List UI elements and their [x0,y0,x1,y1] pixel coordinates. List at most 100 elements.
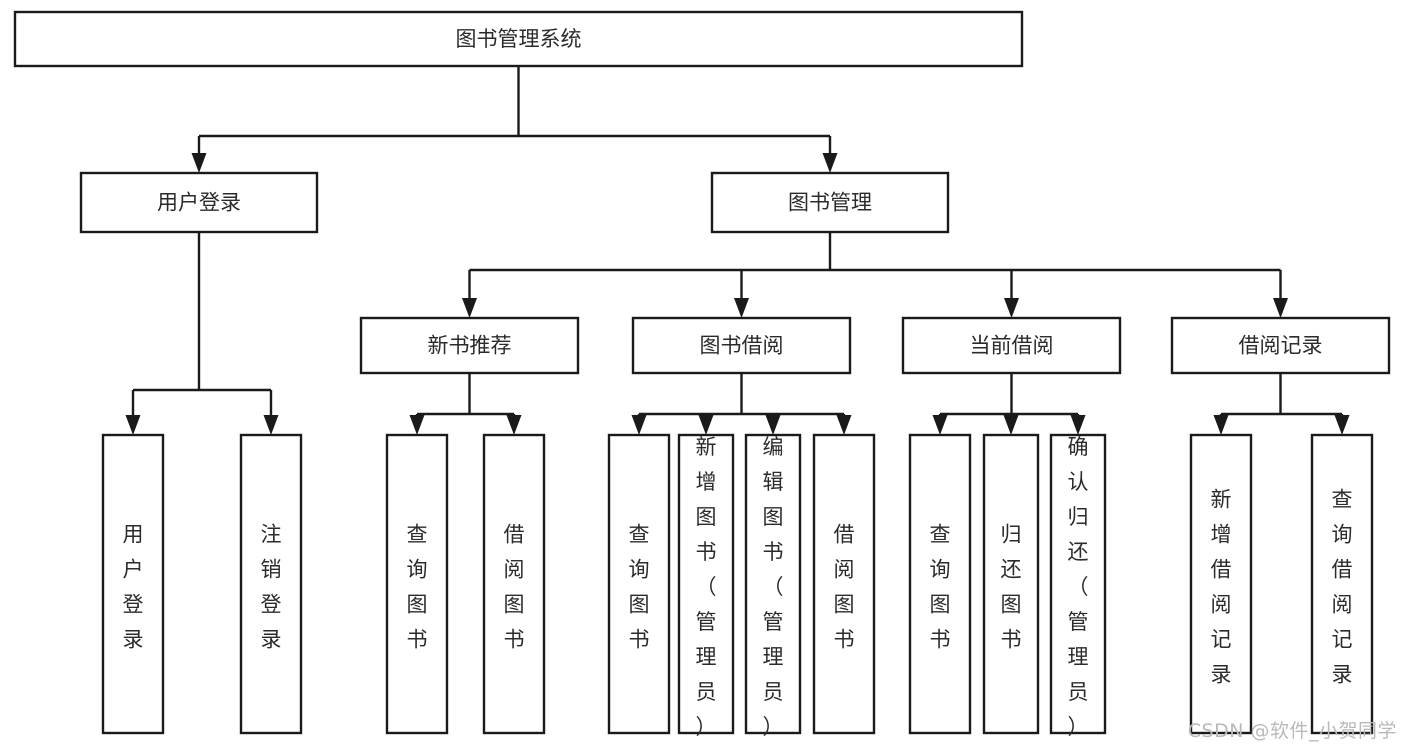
svg-text:户: 户 [123,557,144,581]
node-box-l-confirm-return [1049,433,1107,735]
node-box-book-manage [710,171,950,234]
node-box-l-query-book-2 [607,433,671,735]
node-box-borrow-record [1170,316,1391,375]
svg-text:询: 询 [407,557,428,581]
node-box-user-login [79,171,319,234]
node-box-l-query-book-1 [385,433,449,735]
node-box-l-borrow-book-1 [482,433,546,735]
arrow-icon-user-login [191,153,207,173]
node-box-l-add-book [677,433,735,735]
arrow-icon-l-add-record [1213,415,1229,435]
svg-text:录: 录 [1332,662,1353,686]
svg-text:还: 还 [1001,557,1022,581]
svg-text:）: ） [763,715,784,739]
svg-text:查: 查 [1332,487,1353,511]
svg-text:阅: 阅 [1211,592,1232,616]
arrow-icon-l-add-book [698,415,714,435]
svg-text:还: 还 [1068,540,1089,564]
svg-text:确: 确 [1068,435,1089,459]
svg-text:询: 询 [629,557,650,581]
svg-text:阅: 阅 [1332,592,1353,616]
svg-text:图: 图 [930,592,951,616]
svg-text:）: ） [696,715,717,739]
svg-text:新: 新 [696,435,717,459]
node-label-root: 图书管理系统 [456,27,582,51]
node-label-borrow-record: 借阅记录 [1239,334,1323,358]
arrow-icon-l-return-book [1003,415,1019,435]
node-box-leaf-user-logout [239,433,303,735]
svg-text:（: （ [763,575,784,599]
node-box-leaf-user-login [101,433,165,735]
svg-text:书: 书 [629,627,650,651]
svg-text:增: 增 [1211,522,1232,546]
svg-text:借: 借 [1332,557,1353,581]
node-label-current-borrow: 当前借阅 [970,334,1054,358]
svg-text:图: 图 [504,592,525,616]
connector-layer [125,66,1350,435]
svg-text:图: 图 [629,592,650,616]
arrow-icon-new-book-rec [462,298,477,318]
svg-text:书: 书 [834,627,855,651]
svg-text:销: 销 [261,557,282,581]
svg-text:登: 登 [123,592,144,616]
svg-text:书: 书 [930,627,951,651]
svg-text:注: 注 [261,522,282,546]
svg-text:书: 书 [504,627,525,651]
node-box-l-return-book [982,433,1040,735]
svg-text:询: 询 [930,557,951,581]
svg-text:阅: 阅 [504,557,525,581]
svg-text:图: 图 [763,505,784,529]
arrow-icon-book-borrow [734,298,749,318]
svg-text:图: 图 [696,505,717,529]
svg-text:理: 理 [1068,645,1089,669]
node-label-leaf-user-login: 用户登录 [123,522,144,651]
svg-text:登: 登 [261,592,282,616]
svg-text:员: 员 [696,680,717,704]
svg-text:管: 管 [1068,610,1089,634]
arrow-icon-book-manage [822,153,838,173]
arrow-icon-borrow-record [1273,298,1288,318]
svg-text:书: 书 [1001,627,1022,651]
node-box-l-edit-book [744,433,802,735]
svg-text:书: 书 [763,540,784,564]
svg-text:查: 查 [930,522,951,546]
node-box-root [13,10,1024,68]
arrow-icon-l-query-book-2 [631,415,647,435]
svg-text:（: （ [696,575,717,599]
box-layer [13,10,1391,735]
svg-text:理: 理 [696,645,717,669]
svg-text:图: 图 [1001,592,1022,616]
node-box-l-add-record [1189,433,1253,735]
svg-text:录: 录 [123,627,144,651]
node-label-book-manage: 图书管理 [788,191,872,215]
svg-text:）: ） [1068,715,1089,739]
arrow-icon-l-edit-book [765,415,781,435]
arrow-icon-leaf-user-logout [263,415,279,435]
svg-text:记: 记 [1211,627,1232,651]
svg-text:新: 新 [1211,487,1232,511]
arrow-icon-l-query-record [1334,415,1350,435]
node-box-l-borrow-book-2 [812,433,876,735]
node-box-new-book-rec [359,316,580,375]
svg-text:书: 书 [696,540,717,564]
svg-text:（: （ [1068,575,1089,599]
svg-text:询: 询 [1332,522,1353,546]
svg-text:图: 图 [834,592,855,616]
svg-text:借: 借 [1211,557,1232,581]
svg-text:管: 管 [763,610,784,634]
node-label-book-borrow: 图书借阅 [700,334,784,358]
svg-text:管: 管 [696,610,717,634]
svg-text:录: 录 [261,627,282,651]
label-layer: 图书管理系统用户登录图书管理新书推荐图书借阅当前借阅借阅记录用户登录注销登录查询… [123,27,1353,739]
svg-text:查: 查 [629,522,650,546]
